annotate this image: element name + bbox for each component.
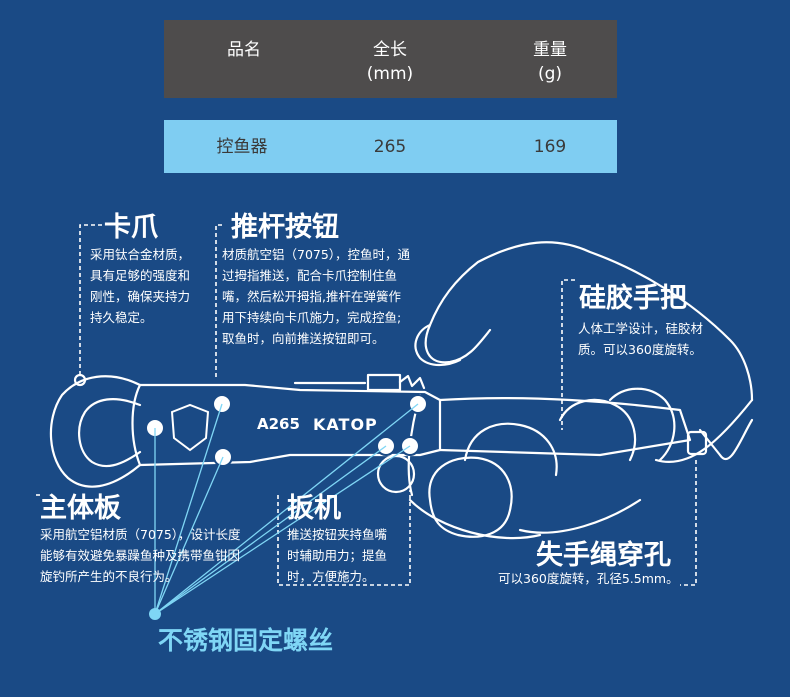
- finger-3: [558, 398, 637, 462]
- screw-ray-5: [154, 445, 411, 615]
- finger-4: [608, 387, 676, 462]
- tool-model-text: A265: [257, 415, 300, 433]
- lanyard-ring: [686, 430, 708, 456]
- header-weight-unit: (g): [537, 64, 563, 84]
- thumb-outline: [414, 323, 462, 367]
- row-length: 265: [373, 137, 407, 157]
- header-name-label: 品名: [227, 40, 261, 60]
- push-button-title: 推杆按钮: [231, 212, 339, 243]
- header-weight-label: 重量: [533, 40, 567, 60]
- screw-ray-2: [154, 403, 223, 615]
- screw-ray-4: [154, 445, 387, 615]
- row-name: 控鱼器: [216, 137, 268, 157]
- header-length: 全长 (mm): [340, 38, 440, 86]
- push-button-desc: 材质航空铝（7075），控鱼时，通 过拇指推送，配合卡爪控制住鱼 嘴，然后松开拇…: [222, 247, 411, 346]
- trigger-desc: 推送按钮夹持鱼嘴 时辅助用力；提鱼 时，方便施力。: [287, 527, 388, 584]
- fingers-bottom: [408, 498, 542, 540]
- screw-ray-origin: [149, 608, 161, 620]
- handle-leader: [561, 279, 575, 430]
- spec-table-header: 品名 全长 (mm) 重量 (g): [164, 20, 617, 98]
- brand-shield-logo: [170, 403, 210, 452]
- trigger-leader: [277, 490, 411, 586]
- handle-desc: 人体工学设计，硅胶材 质。可以360度旋转。: [578, 321, 704, 357]
- claw-leader: [79, 224, 102, 376]
- trigger-title: 扳机: [287, 493, 341, 524]
- row-weight: 169: [533, 137, 567, 157]
- lanyard-desc: 可以360度旋转，孔径5.5mm。: [498, 571, 679, 586]
- hand-outline: [424, 241, 754, 402]
- screw-ray-3: [154, 456, 224, 615]
- header-length-unit: (mm): [366, 64, 414, 84]
- header-length-label: 全长: [373, 40, 407, 60]
- main-plate-desc: 采用航空铝材质（7075），设计长度 能够有效避免暴躁鱼种及携带鱼钳因 旋钓所产…: [40, 527, 241, 584]
- push-leader: [215, 224, 222, 380]
- finger-2: [428, 456, 513, 538]
- claw-desc: 采用钛合金材质， 具有足够的强度和 刚性，确保夹持力 持久稳定。: [90, 247, 191, 325]
- screw-title: 不锈钢固定螺丝: [158, 626, 334, 655]
- header-name: 品名: [194, 38, 294, 62]
- spec-table-row: 控鱼器 265 169: [164, 120, 617, 173]
- claw-title: 卡爪: [104, 212, 158, 243]
- push-rod: [293, 373, 402, 392]
- lanyard-title: 失手绳穿孔: [536, 540, 671, 571]
- claw-outline: [49, 375, 142, 488]
- screw-ray-6: [154, 403, 419, 615]
- lanyard-leader: [680, 460, 697, 586]
- handle-outline: [438, 396, 692, 457]
- push-rod-teeth: [398, 374, 426, 390]
- wrist-cuff: [698, 418, 754, 461]
- handle-title: 硅胶手把: [579, 283, 687, 314]
- header-weight: 重量 (g): [500, 38, 600, 86]
- main-plate-title: 主体板: [40, 493, 121, 524]
- finger-1: [463, 422, 558, 477]
- spec-table: 品名 全长 (mm) 重量 (g) 控鱼器 265 169: [164, 20, 617, 173]
- tool-brand-text: KATOP: [313, 415, 378, 434]
- palm-lower: [518, 398, 754, 534]
